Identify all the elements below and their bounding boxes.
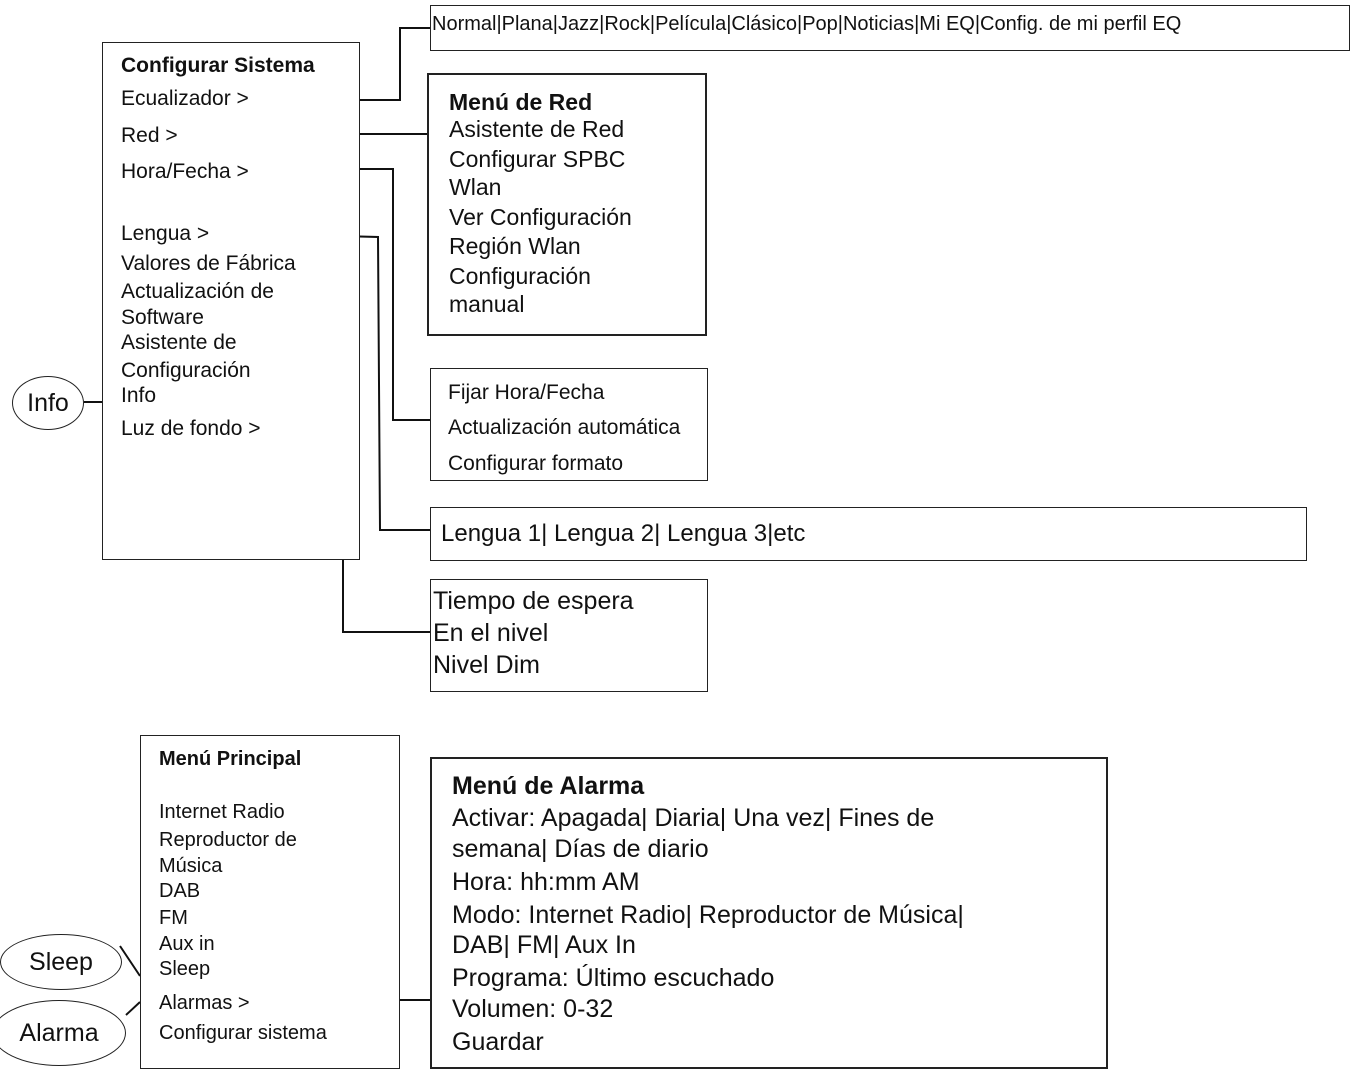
alarm-item-time[interactable]: Hora: hh:mm AM — [452, 868, 640, 896]
alarm-menu-box: Menú de Alarma Activar: Apagada| Diaria|… — [430, 757, 1108, 1069]
alarm-oval: Alarma — [0, 1000, 126, 1066]
alarm-item-save[interactable]: Guardar — [452, 1028, 544, 1056]
system-item-time-date[interactable]: Hora/Fecha > — [121, 160, 249, 183]
system-item-info[interactable]: Info — [121, 384, 157, 407]
system-item-factory-reset[interactable]: Valores de Fábrica — [121, 252, 296, 275]
system-item-equalizer[interactable]: Ecualizador > — [121, 87, 249, 110]
equalizer-options-box: Normal|Plana|Jazz|Rock|Película|Clásico|… — [430, 5, 1350, 51]
alarm-item-program[interactable]: Programa: Último escuchado — [452, 964, 775, 992]
backlight-menu-box: Tiempo de espera En el nivel Nivel Dim — [430, 579, 708, 692]
main-item-system-settings[interactable]: Configurar sistema — [159, 1022, 327, 1044]
main-item-aux-in[interactable]: Aux in — [159, 933, 215, 955]
alarm-item-activate-2[interactable]: semana| Días de diario — [452, 835, 709, 863]
system-item-backlight[interactable]: Luz de fondo > — [121, 417, 261, 440]
network-menu-box: Menú de Red Asistente de Red Configurar … — [427, 73, 707, 336]
main-menu-title: Menú Principal — [159, 748, 302, 770]
alarm-item-activate-1[interactable]: Activar: Apagada| Diaria| Una vez| Fines… — [452, 804, 935, 832]
system-menu-box: Configurar Sistema Ecualizador > Red > H… — [102, 42, 360, 560]
alarm-item-volume[interactable]: Volumen: 0-32 — [452, 995, 614, 1023]
system-item-software-update-2[interactable]: Software — [121, 306, 204, 329]
alarm-menu-title: Menú de Alarma — [452, 772, 645, 800]
info-oval: Info — [12, 376, 84, 430]
main-item-internet-radio[interactable]: Internet Radio — [159, 801, 285, 823]
network-menu-title: Menú de Red — [449, 89, 593, 115]
alarm-item-mode-1[interactable]: Modo: Internet Radio| Reproductor de Mús… — [452, 901, 964, 929]
system-item-setup-wizard-2[interactable]: Configuración — [121, 359, 251, 382]
main-item-alarms[interactable]: Alarmas > — [159, 992, 250, 1014]
backlight-item-dim-level[interactable]: Nivel Dim — [433, 651, 540, 679]
system-item-setup-wizard-1[interactable]: Asistente de — [121, 331, 237, 354]
system-menu-title: Configurar Sistema — [121, 54, 315, 77]
network-item-wizard[interactable]: Asistente de Red — [449, 116, 625, 142]
wire-sleep — [119, 945, 141, 977]
main-item-dab[interactable]: DAB — [159, 880, 201, 902]
backlight-item-timeout[interactable]: Tiempo de espera — [433, 587, 634, 615]
wire-alarma — [125, 1001, 141, 1016]
main-item-sleep[interactable]: Sleep — [159, 958, 211, 980]
alarm-item-mode-2[interactable]: DAB| FM| Aux In — [452, 931, 636, 959]
main-item-music-player-2[interactable]: Música — [159, 855, 223, 877]
system-item-language[interactable]: Lengua > — [121, 222, 210, 245]
time-menu-box: Fijar Hora/Fecha Actualización automátic… — [430, 368, 708, 481]
network-item-wlan-region[interactable]: Región Wlan — [449, 233, 581, 259]
network-item-view-settings[interactable]: Ver Configuración — [449, 204, 632, 230]
network-item-manual-1[interactable]: Configuración — [449, 263, 591, 289]
time-item-format[interactable]: Configurar formato — [448, 452, 624, 475]
language-options-box: Lengua 1| Lengua 2| Lengua 3|etc — [430, 507, 1307, 561]
main-item-music-player-1[interactable]: Reproductor de — [159, 829, 297, 851]
backlight-item-on-level[interactable]: En el nivel — [433, 619, 549, 647]
main-item-fm[interactable]: FM — [159, 907, 188, 929]
system-item-network[interactable]: Red > — [121, 124, 178, 147]
language-options[interactable]: Lengua 1| Lengua 2| Lengua 3|etc — [441, 520, 806, 547]
network-item-wlan[interactable]: Wlan — [449, 174, 502, 200]
system-item-software-update-1[interactable]: Actualización de — [121, 280, 274, 303]
sleep-oval: Sleep — [0, 934, 122, 990]
equalizer-options[interactable]: Normal|Plana|Jazz|Rock|Película|Clásico|… — [432, 13, 1182, 35]
main-menu-box: Menú Principal Internet Radio Reproducto… — [140, 735, 400, 1069]
network-item-manual-2[interactable]: manual — [449, 291, 525, 317]
time-item-set[interactable]: Fijar Hora/Fecha — [448, 381, 605, 404]
time-item-auto-update[interactable]: Actualización automática — [448, 416, 681, 439]
network-item-spbc[interactable]: Configurar SPBC — [449, 146, 626, 172]
